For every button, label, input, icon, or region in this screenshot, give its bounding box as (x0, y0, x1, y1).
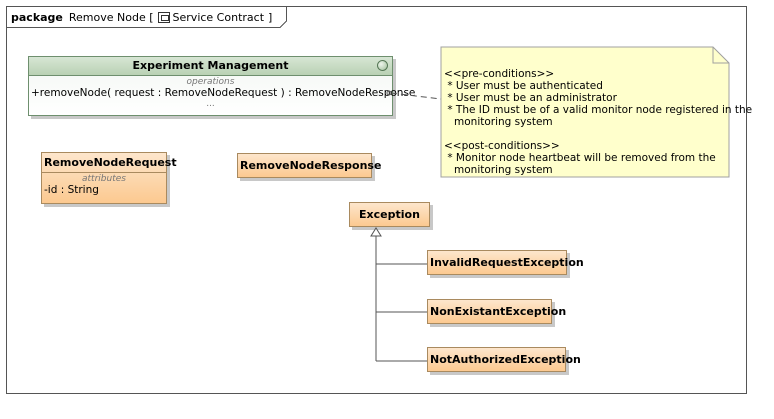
invalid-request-exception-name: InvalidRequestException (430, 256, 584, 269)
pre-condition-line: * The ID must be of a valid monitor node… (444, 104, 753, 116)
remove-node-operation: +removeNode( request : RemoveNodeRequest… (31, 87, 416, 99)
non-existant-exception-name: NonExistantException (430, 305, 567, 318)
non-existant-exception-class[interactable]: NonExistantException (427, 299, 566, 324)
not-authorized-exception-class[interactable]: NotAuthorizedException (427, 347, 581, 372)
frame-diagram-name: Service Contract (172, 10, 265, 24)
frame-bracket-close: ] (268, 10, 273, 24)
remove-node-response-name: RemoveNodeResponse (240, 159, 382, 172)
id-attribute: -id : String (44, 184, 99, 196)
remove-node-request-name: RemoveNodeRequest (44, 156, 177, 169)
post-conditions-header: <<post-conditions>> (444, 140, 560, 152)
frame-name: Remove Node [ (68, 10, 154, 24)
attributes-separator (42, 172, 166, 173)
experiment-management-name: Experiment Management (132, 59, 289, 72)
post-condition-line: * Monitor node heartbeat will be removed… (444, 152, 716, 164)
pre-conditions-header: <<pre-conditions>> (444, 68, 555, 80)
experiment-management-header: Experiment Management (29, 57, 392, 76)
exception-name: Exception (359, 208, 420, 221)
not-authorized-exception-name: NotAuthorizedException (430, 353, 581, 366)
operations-compartment-label: operations (186, 77, 235, 87)
exception-class[interactable]: Exception (349, 202, 430, 227)
note-text: <<pre-conditions>> * User must be authen… (444, 68, 753, 176)
invalid-request-exception-class[interactable]: InvalidRequestException (427, 250, 584, 275)
pre-condition-line: monitoring system (444, 116, 553, 128)
remove-node-response-class[interactable]: RemoveNodeResponse (237, 153, 381, 178)
post-condition-line: monitoring system (444, 164, 553, 176)
more-operations-ellipsis: ... (206, 99, 215, 109)
interface-circle-icon (377, 60, 388, 71)
attributes-compartment-label: attributes (82, 174, 126, 184)
package-frame: package Remove Node [ Service Contract ] (6, 6, 747, 394)
class-diagram-icon (157, 11, 170, 23)
frame-tab: package Remove Node [ Service Contract ] (7, 7, 288, 28)
pre-condition-line: * User must be authenticated (444, 80, 603, 92)
pre-condition-line: * User must be an administrator (444, 92, 617, 104)
remove-node-request-class[interactable]: RemoveNodeRequest attributes -id : Strin… (41, 152, 177, 204)
frame-keyword: package (11, 10, 63, 24)
experiment-management-class[interactable]: Experiment Management operations +remove… (28, 56, 416, 116)
